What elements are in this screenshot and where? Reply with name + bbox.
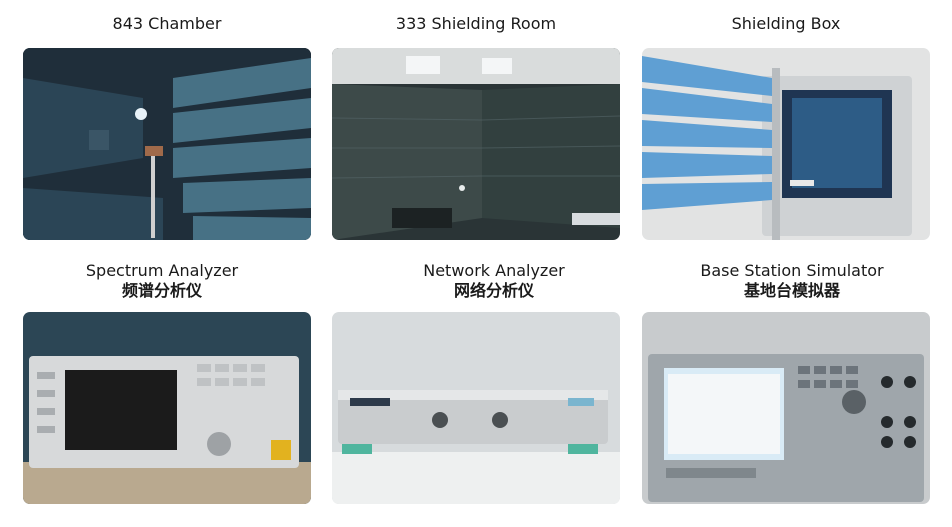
caption-title: Base Station Simulator — [700, 261, 884, 280]
photo-base-station-simulator — [642, 312, 930, 504]
card-base-station-simulator: Base Station Simulator 基地台模拟器 — [642, 261, 942, 301]
base-station-simulator-image — [642, 312, 930, 504]
card-spectrum-analyzer: Spectrum Analyzer 频谱分析仪 — [23, 261, 301, 301]
photo-shielding-box — [642, 48, 930, 240]
caption-title: 843 Chamber — [112, 14, 222, 33]
photo-333-shielding-room — [332, 48, 620, 240]
card-333-shielding-room: 333 Shielding Room — [332, 14, 620, 34]
chamber-image — [23, 48, 311, 240]
caption-title: Shielding Box — [731, 14, 841, 33]
caption-title: 333 Shielding Room — [395, 14, 557, 33]
network-analyzer-image — [332, 312, 620, 504]
caption-subtitle: 基地台模拟器 — [743, 281, 840, 300]
shielding-box-image — [642, 48, 930, 240]
card-shielding-box: Shielding Box — [642, 14, 930, 34]
caption-title: Network Analyzer — [423, 261, 565, 280]
caption-subtitle: 频谱分析仪 — [121, 281, 202, 300]
photo-843-chamber — [23, 48, 311, 240]
card-843-chamber: 843 Chamber — [23, 14, 311, 34]
spectrum-analyzer-image — [23, 312, 311, 504]
caption-title: Spectrum Analyzer — [85, 261, 239, 280]
photo-spectrum-analyzer — [23, 312, 311, 504]
shielding-room-image — [332, 48, 620, 240]
photo-network-analyzer — [332, 312, 620, 504]
caption-subtitle: 网络分析仪 — [453, 281, 534, 300]
card-network-analyzer: Network Analyzer 网络分析仪 — [332, 261, 656, 301]
